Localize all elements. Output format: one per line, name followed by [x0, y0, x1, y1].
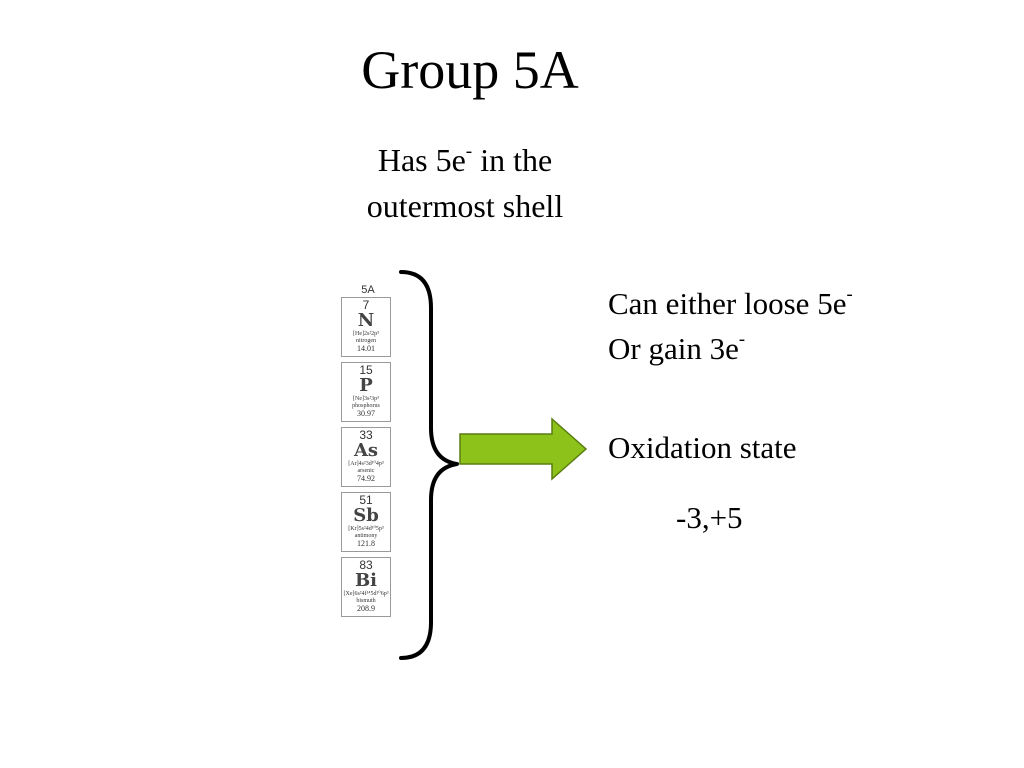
element-symbol: P: [359, 375, 373, 396]
right-arrow-icon: [459, 417, 588, 481]
subtitle-line-2: outermost shell: [366, 188, 564, 224]
lose-electrons-line: Can either loose 5e-: [608, 284, 853, 329]
slide-title: Group 5A: [361, 40, 579, 100]
electron-configuration: [Ar]4s²3d¹⁰4p³: [348, 461, 384, 467]
subtitle-line-1-tail: in the: [472, 142, 553, 178]
electron-configuration: [He]2s²2p³: [353, 331, 379, 337]
element-name: antimony: [354, 533, 378, 539]
electron-configuration: [Xe]6s²4f¹⁴5d¹⁰6p³: [343, 591, 389, 597]
element-symbol: As: [353, 440, 379, 461]
subtitle-line-1: Has 5e- in the: [330, 140, 600, 186]
lose-electrons-superscript: -: [846, 284, 853, 306]
element-cell-arsenic: 33 As [Ar]4s²3d¹⁰4p³ arsenic 74.92: [341, 427, 391, 487]
electron-configuration: [Kr]5s²4d¹⁰5p³: [348, 526, 384, 532]
element-name: nitrogen: [356, 338, 376, 344]
gain-electrons-superscript: -: [738, 329, 746, 351]
electron-behavior-text: Can either loose 5e- Or gain 3e-: [608, 284, 853, 374]
atomic-number: 33: [359, 428, 373, 442]
element-name: arsenic: [357, 468, 375, 474]
element-symbol: Sb: [353, 505, 379, 526]
atomic-number: 15: [359, 363, 373, 377]
arrow-shape: [459, 417, 588, 481]
element-cell-bismuth: 83 Bi [Xe]6s²4f¹⁴5d¹⁰6p³ bismuth 208.9: [341, 557, 391, 617]
right-curly-brace: [399, 270, 459, 660]
element-cell-nitrogen: 7 N [He]2s²2p³ nitrogen 14.01: [341, 297, 391, 357]
atomic-number: 51: [359, 493, 373, 507]
oxidation-state-label: Oxidation state: [608, 430, 797, 465]
element-symbol: N: [357, 310, 375, 331]
atomic-mass: 208.9: [357, 604, 375, 613]
atomic-mass: 74.92: [357, 474, 375, 483]
brace-path: [399, 270, 459, 660]
atomic-number: 83: [359, 558, 373, 572]
atomic-mass: 121.8: [357, 539, 375, 548]
element-name: phosphorus: [352, 403, 380, 409]
subtitle-line-1-superscript: -: [465, 140, 473, 162]
element-cell-antimony: 51 Sb [Kr]5s²4d¹⁰5p³ antimony 121.8: [341, 492, 391, 552]
group-label: 5A: [361, 284, 375, 296]
subtitle-line-1-text: Has 5e: [377, 142, 466, 178]
electron-configuration: [Ne]3s²3p³: [353, 396, 379, 402]
atomic-mass: 14.01: [357, 344, 375, 353]
gain-electrons-text: Or gain 3e: [608, 331, 739, 366]
element-symbol: Bi: [354, 570, 378, 591]
atomic-mass: 30.97: [357, 409, 375, 418]
atomic-number: 7: [362, 298, 370, 312]
group-5a-column-image: 5A 7 N [He]2s²2p³ nitrogen 14.01 15 P [N…: [341, 283, 395, 622]
element-name: bismuth: [356, 598, 376, 604]
lose-electrons-text: Can either loose 5e: [608, 286, 847, 321]
oxidation-state-values: -3,+5: [676, 500, 743, 535]
gain-electrons-line: Or gain 3e-: [608, 329, 853, 374]
element-cell-phosphorus: 15 P [Ne]3s²3p³ phosphorus 30.97: [341, 362, 391, 422]
subtitle: Has 5e- in the outermost shell: [330, 140, 600, 226]
